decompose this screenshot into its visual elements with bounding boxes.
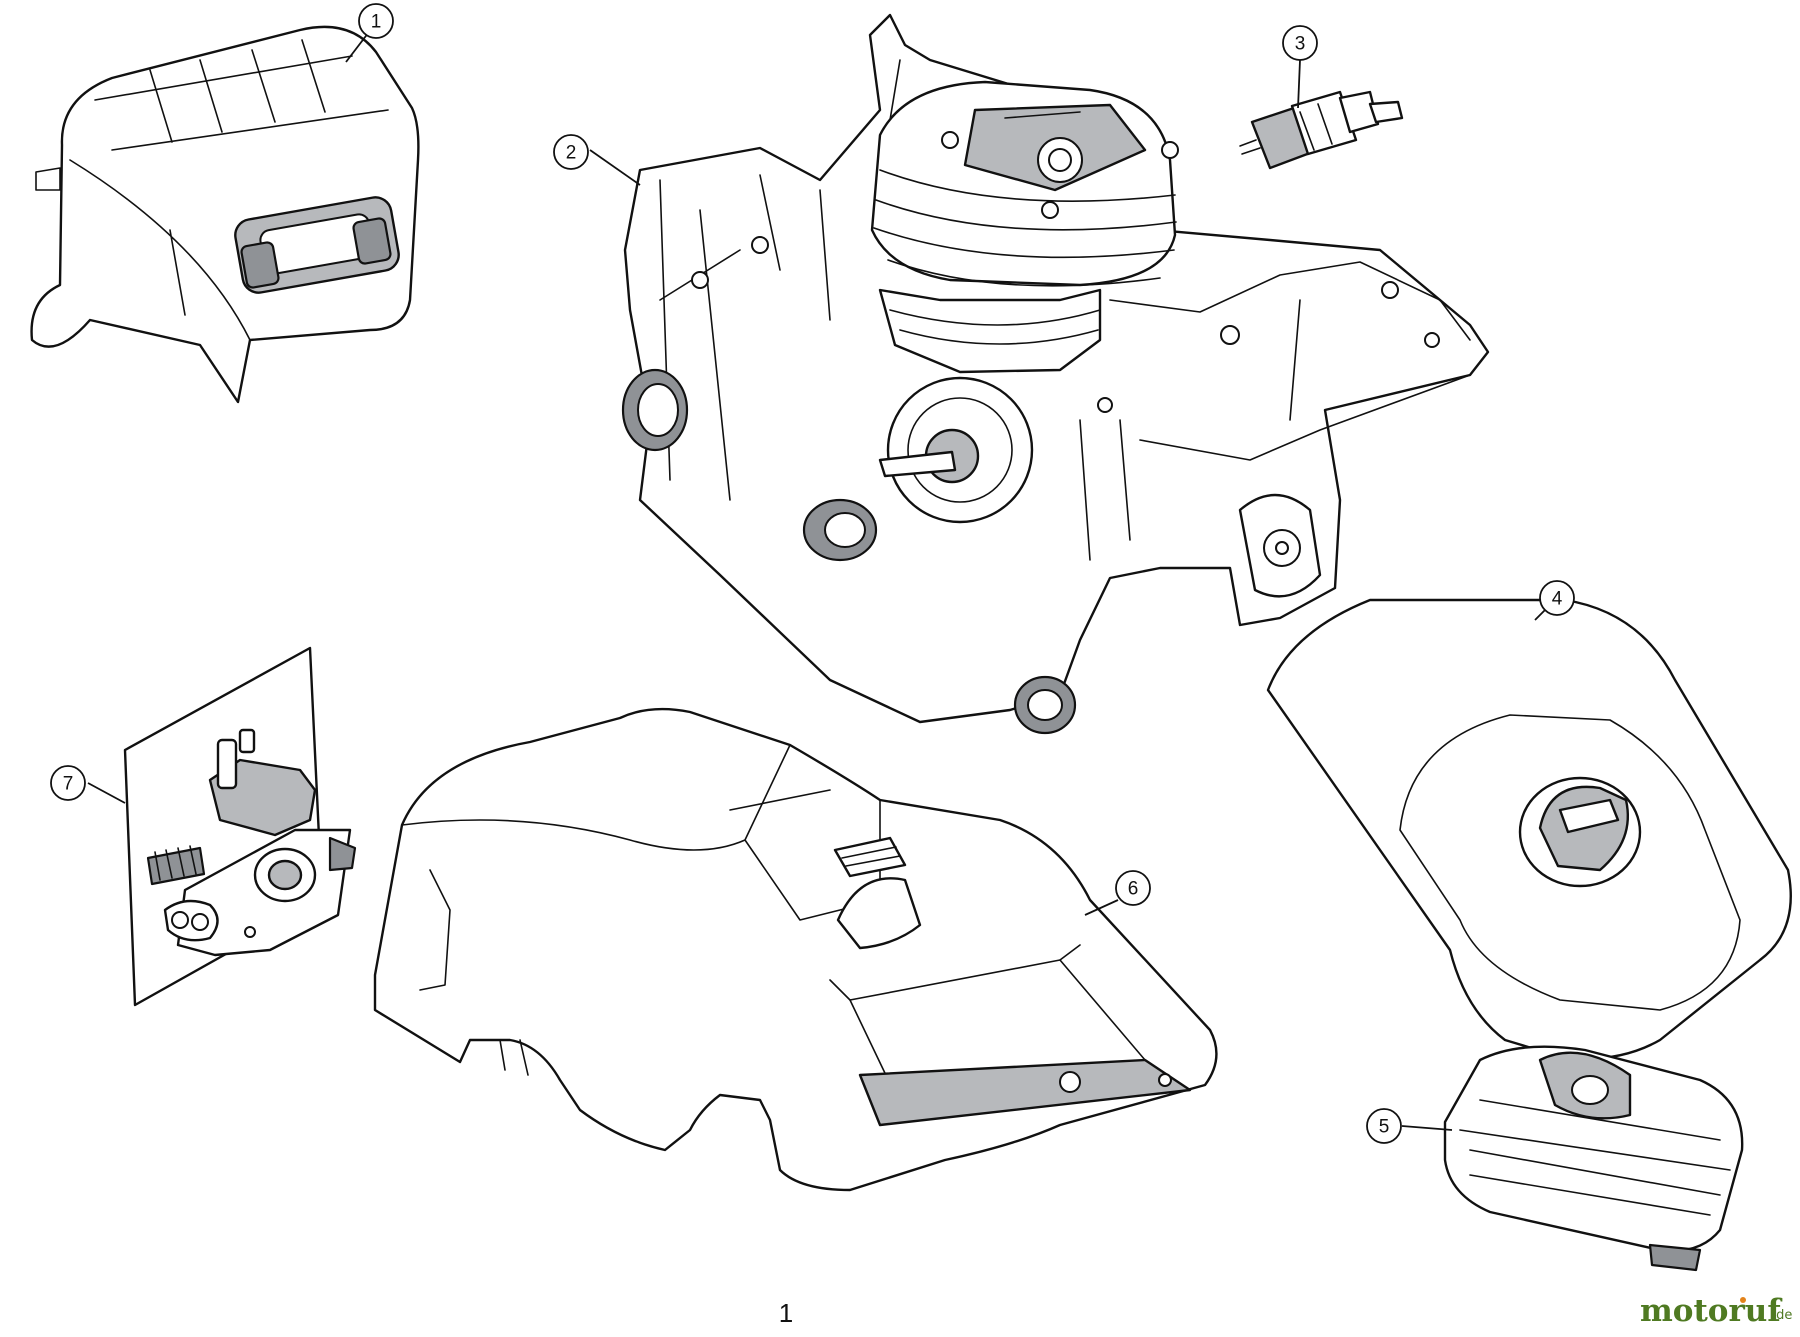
callout-4-label: 4 bbox=[1552, 589, 1563, 610]
callouts: 1 2 3 4 5 6 7 bbox=[50, 3, 1575, 1144]
callout-1: 1 bbox=[358, 3, 394, 39]
watermark-text: motoruf bbox=[1640, 1293, 1782, 1329]
callout-6: 6 bbox=[1115, 870, 1151, 906]
callout-6-label: 6 bbox=[1128, 879, 1139, 900]
part-air-filter bbox=[1443, 1045, 1744, 1272]
watermark-accent-dot bbox=[1740, 1297, 1746, 1303]
page-number: 1 bbox=[779, 1298, 793, 1328]
callout-7: 7 bbox=[50, 765, 86, 801]
part-shroud-housing bbox=[373, 707, 1218, 1192]
callout-4: 4 bbox=[1539, 580, 1575, 616]
leader-7 bbox=[87, 782, 126, 804]
watermark: motoruf .de bbox=[1640, 1293, 1792, 1329]
callout-2: 2 bbox=[553, 134, 589, 170]
callout-3: 3 bbox=[1282, 25, 1318, 61]
callout-7-label: 7 bbox=[63, 774, 74, 795]
leader-5 bbox=[1401, 1125, 1453, 1131]
watermark-suffix: .de bbox=[1772, 1308, 1792, 1323]
part-crankcase-cylinder bbox=[621, 13, 1490, 735]
part-spark-plug bbox=[1239, 90, 1404, 170]
callout-5-label: 5 bbox=[1379, 1117, 1390, 1138]
leader-6 bbox=[1084, 899, 1119, 916]
part-muffler bbox=[30, 25, 420, 404]
callout-3-label: 3 bbox=[1295, 34, 1306, 55]
leader-3 bbox=[1297, 59, 1301, 109]
leader-lines bbox=[87, 27, 1551, 1131]
callout-1-label: 1 bbox=[371, 12, 382, 33]
callout-2-label: 2 bbox=[566, 143, 577, 164]
callout-5: 5 bbox=[1366, 1108, 1402, 1144]
part-carburetor bbox=[123, 646, 357, 1007]
part-top-cover bbox=[1266, 598, 1792, 1061]
leader-2 bbox=[589, 149, 641, 186]
